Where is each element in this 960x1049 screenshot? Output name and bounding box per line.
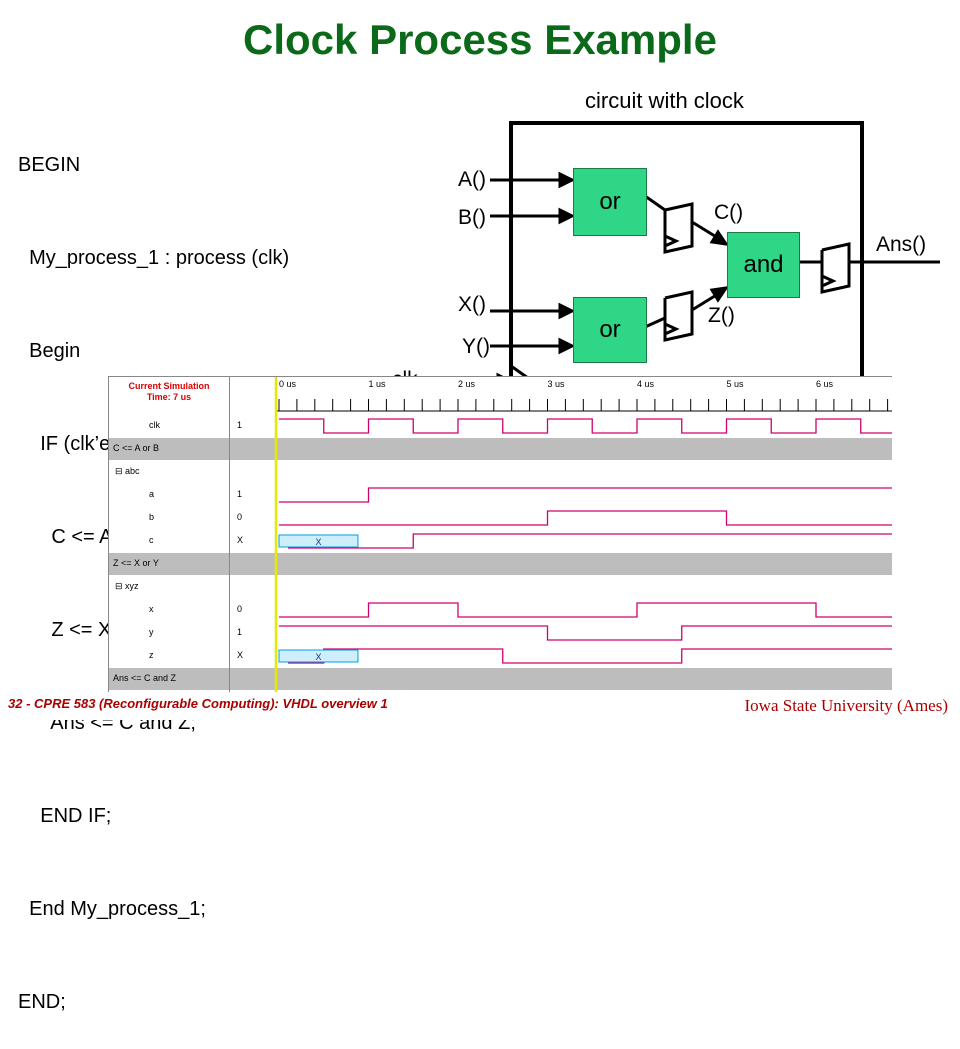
signal-name: z: [149, 650, 154, 660]
footer-university: Iowa State University (Ames): [744, 696, 948, 715]
flipflop-2: [663, 290, 694, 342]
simulation-header-time: Time: 7 us: [146, 392, 192, 402]
signal-name: y: [149, 627, 154, 637]
signal-row[interactable]: clk 1: [109, 415, 892, 437]
code-line: END IF;: [18, 805, 112, 827]
signal-value: 0: [237, 604, 243, 614]
code-line: My_process_1 : process (clk): [18, 247, 290, 269]
waveform-z: [287, 648, 892, 664]
code-line: END;: [18, 991, 66, 1013]
time-tick-label: 4 us: [637, 379, 655, 389]
signal-value: X: [237, 650, 244, 660]
time-tick-label: 3 us: [547, 379, 565, 389]
undefined-region-c: [278, 534, 359, 548]
signal-name: ⊟ abc: [115, 466, 140, 476]
flipflop-2-clock: [664, 322, 680, 336]
signal-group-row[interactable]: Ans <= C and Z: [109, 668, 892, 690]
signal-name: ⊟ xyz: [115, 581, 139, 591]
signal-name: b: [149, 512, 155, 522]
signal-row[interactable]: ⊟ xyz: [109, 576, 892, 598]
signal-value: 0: [237, 512, 243, 522]
signal-value: 1: [237, 420, 243, 430]
wire-or2-ff: [644, 316, 666, 329]
waveform-a: [279, 487, 892, 503]
arrow-b: [558, 207, 576, 225]
arrow-c: [709, 229, 730, 246]
signal-label-a: A(): [458, 168, 486, 191]
signal-group-row[interactable]: Z <= X or Y: [109, 553, 892, 575]
arrow-z: [709, 286, 730, 303]
wire-c: [691, 220, 719, 240]
footer-course: 32 - CPRE 583 (Reconfigurable Computing)…: [8, 696, 388, 711]
or-gate-1: or: [573, 168, 647, 236]
signal-name: c: [149, 535, 154, 545]
flipflop-3: [820, 242, 851, 294]
name-column-divider[interactable]: [229, 377, 230, 693]
slide-title: Clock Process Example: [243, 16, 717, 63]
arrow-a: [558, 171, 576, 189]
signal-label-c: C(): [714, 201, 744, 224]
footer: 32 - CPRE 583 (Reconfigurable Computing)…: [0, 692, 960, 720]
time-tick-label: 6 us: [816, 379, 834, 389]
signal-label-y: Y(): [462, 335, 490, 358]
code-line: Begin: [18, 340, 81, 362]
arrow-x: [558, 302, 576, 320]
signal-label-z: Z(): [708, 304, 735, 327]
time-tick-label: 2 us: [458, 379, 476, 389]
flipflop-1: [663, 202, 694, 254]
signal-group-row[interactable]: C <= A or B: [109, 438, 892, 460]
signal-value: X: [237, 535, 244, 545]
undefined-region-c-label: X: [315, 537, 321, 547]
circuit-label: circuit with clock: [585, 88, 744, 113]
signal-value: 1: [237, 627, 243, 637]
signal-name: C <= A or B: [113, 443, 160, 453]
signal-label-ans: Ans(): [876, 233, 927, 256]
wire-z: [691, 292, 719, 312]
waveform-clk: [279, 418, 892, 434]
signal-name: Ans <= C and Z: [113, 673, 177, 683]
undefined-region-z-label: X: [315, 652, 321, 662]
waveform-viewer: Current Simulation Time: 7 us 0 us 1 us 2 …: [108, 376, 892, 693]
signal-name: clk: [149, 420, 160, 430]
waveforms: XXUX: [274, 377, 892, 693]
undefined-region-z: [278, 649, 359, 663]
signal-name: Z <= X or Y: [113, 558, 159, 568]
flipflop-3-clock: [821, 274, 837, 288]
waveform-c: [287, 533, 892, 549]
simulation-header-title: Current Simulation: [128, 381, 210, 391]
signal-value: 1: [237, 489, 243, 499]
waveform-y: [279, 625, 892, 641]
flipflop-1-clock: [664, 234, 680, 248]
signal-name: a: [149, 489, 155, 499]
and-gate: and: [727, 232, 800, 298]
signal-label-b: B(): [458, 206, 486, 229]
time-tick-label: 0 us: [279, 379, 297, 389]
code-line: End My_process_1;: [18, 898, 206, 920]
time-tick-label: 5 us: [726, 379, 744, 389]
arrow-y: [558, 337, 576, 355]
simulation-header: Current Simulation Time: 7 us: [109, 377, 276, 413]
signal-row[interactable]: ⊟ abc: [109, 461, 892, 483]
waveform-b: [279, 510, 892, 526]
time-tick-label: 1 us: [368, 379, 386, 389]
signal-label-x: X(): [458, 293, 486, 316]
code-line: BEGIN: [18, 154, 81, 176]
waveform-x: [279, 602, 892, 618]
signal-name: x: [149, 604, 154, 614]
or-gate-2: or: [573, 297, 647, 363]
wire-or1-ff: [644, 194, 666, 212]
